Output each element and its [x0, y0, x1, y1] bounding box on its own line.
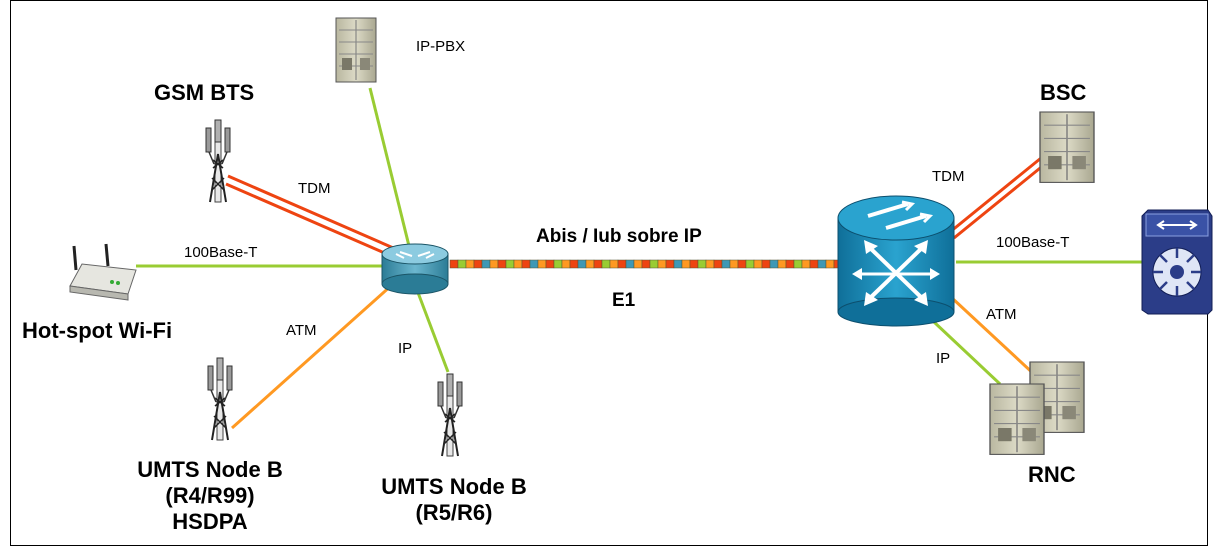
wifi-access-point-icon — [69, 243, 137, 301]
trunk-segment — [721, 259, 731, 269]
umts-r4-line1: UMTS Node B — [137, 457, 283, 482]
trunk-segment — [713, 259, 723, 269]
trunk-segment — [625, 259, 635, 269]
ip-left-label: IP — [398, 340, 413, 357]
link-ip-umts-r5 — [412, 281, 450, 373]
trunk-segment — [641, 259, 651, 269]
trunk-segment — [793, 259, 803, 269]
trunk-segment — [545, 259, 555, 269]
link-ip-pbx — [368, 87, 412, 251]
link-tdm-gsm-a — [227, 174, 399, 252]
trunk-segment — [593, 259, 603, 269]
trunk-segment — [673, 259, 683, 269]
rnc-label: RNC — [1028, 462, 1076, 487]
bsc-label: BSC — [1040, 80, 1087, 105]
gsm-bts-label: GSM BTS — [154, 80, 255, 105]
gsm-bts-cell-tower-icon — [205, 119, 231, 203]
100base-right-label: 100Base-T — [996, 234, 1070, 251]
tdm-right-label: TDM — [932, 168, 965, 185]
trunk-segment — [497, 259, 507, 269]
trunk-segment — [681, 259, 691, 269]
trunk-segment — [753, 259, 763, 269]
links — [136, 87, 1146, 430]
trunk-segment — [585, 259, 595, 269]
trunk-segment — [697, 259, 707, 269]
bsc-rack-icon — [1039, 111, 1095, 184]
umts-r4-line3: HSDPA — [172, 509, 248, 534]
e1-trunk-link — [449, 259, 843, 269]
trunk-segment — [553, 259, 563, 269]
hotspot-wifi-label: Hot-spot Wi-Fi — [22, 318, 173, 343]
trunk-segment — [761, 259, 771, 269]
trunk-segment — [465, 259, 475, 269]
trunk-segment — [561, 259, 571, 269]
rnc-rack-icon-front — [989, 383, 1045, 456]
trunk-segment — [777, 259, 787, 269]
trunk-segment — [449, 259, 459, 269]
trunk-segment — [825, 259, 835, 269]
ip-pbx-label: IP-PBX — [416, 38, 466, 55]
trunk-segment — [513, 259, 523, 269]
umts-r4-cell-tower-icon — [207, 357, 233, 441]
atm-right-label: ATM — [986, 306, 1017, 323]
trunk-segment — [665, 259, 675, 269]
trunk-segment — [785, 259, 795, 269]
trunk-segment — [569, 259, 579, 269]
ip-right-label: IP — [936, 350, 951, 367]
diagram-frame — [10, 0, 1208, 546]
trunk-segment — [577, 259, 587, 269]
trunk-segment — [809, 259, 819, 269]
trunk-segment — [601, 259, 611, 269]
trunk-segment — [481, 259, 491, 269]
link-tdm-bsc-b — [953, 158, 1051, 240]
tdm-left-label: TDM — [298, 180, 331, 197]
100base-left-label: 100Base-T — [184, 244, 258, 261]
trunk-segment — [817, 259, 827, 269]
link-tdm-bsc-a — [949, 152, 1047, 234]
umts-r5-cell-tower-icon — [437, 373, 463, 457]
trunk-segment — [633, 259, 643, 269]
trunk-segment — [457, 259, 467, 269]
umts-node-b-r5-label: UMTS Node B (R5/R6) — [360, 474, 548, 526]
trunk-segment — [745, 259, 755, 269]
trunk-segment — [489, 259, 499, 269]
umts-node-b-r4-label: UMTS Node B (R4/R99) HSDPA — [116, 457, 304, 535]
trunk-segment — [801, 259, 811, 269]
atm-left-label: ATM — [286, 322, 317, 339]
trunk-segment — [729, 259, 739, 269]
trunk-segment — [737, 259, 747, 269]
e1-label: E1 — [612, 290, 636, 311]
link-atm-rnc — [950, 296, 1038, 378]
link-atm-umts-r4 — [231, 274, 403, 430]
trunk-segment — [689, 259, 699, 269]
trunk-segment — [649, 259, 659, 269]
umts-r5-line1: UMTS Node B — [381, 474, 527, 499]
umts-r4-line2: (R4/R99) — [165, 483, 255, 508]
trunk-segment — [705, 259, 715, 269]
ip-pbx-rack-icon — [335, 17, 377, 83]
trunk-title-label: Abis / Iub sobre IP — [536, 226, 702, 247]
layer3-switch-icon — [1141, 209, 1213, 315]
trunk-segment — [657, 259, 667, 269]
trunk-segment — [521, 259, 531, 269]
trunk-segment — [473, 259, 483, 269]
link-ip-rnc — [932, 320, 1002, 386]
trunk-segment — [529, 259, 539, 269]
router-icon — [381, 243, 449, 295]
umts-r5-line2: (R5/R6) — [415, 500, 493, 525]
atm-switch-icon — [837, 195, 955, 327]
trunk-segment — [769, 259, 779, 269]
link-tdm-gsm-b — [225, 182, 397, 260]
trunk-segment — [505, 259, 515, 269]
trunk-segment — [537, 259, 547, 269]
trunk-segment — [617, 259, 627, 269]
trunk-segment — [609, 259, 619, 269]
